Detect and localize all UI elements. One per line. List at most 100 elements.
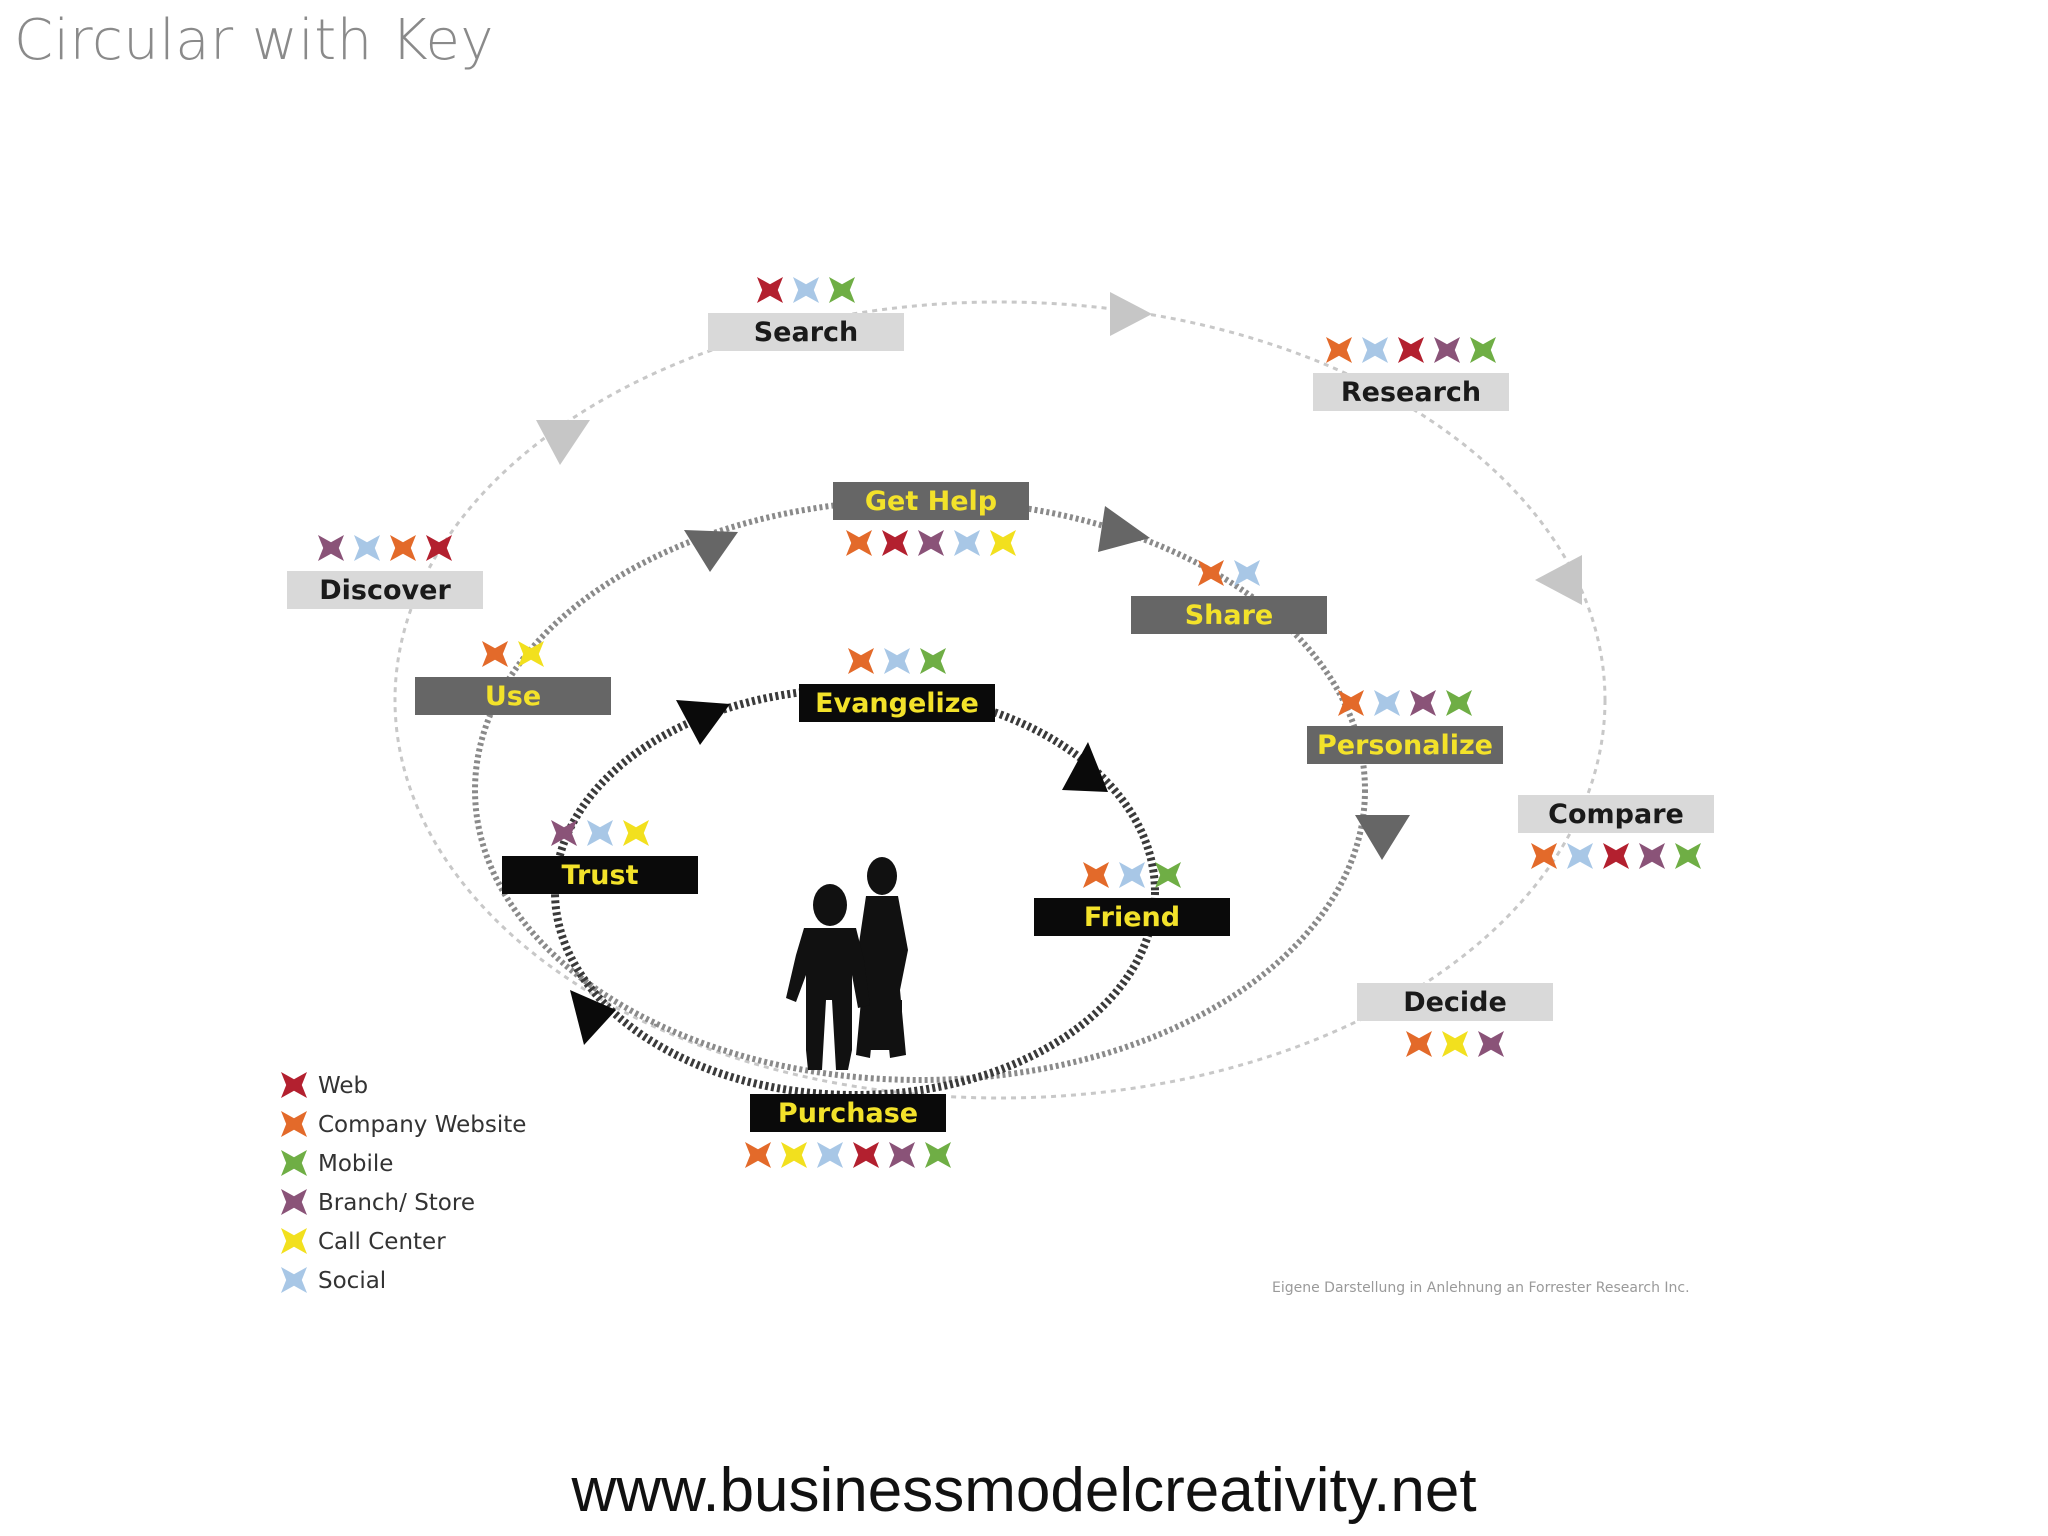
channel-branch-store-icon [1410,690,1436,716]
stage-personalize: Personalize [1307,690,1503,764]
legend-company-website-icon [281,1111,307,1137]
stage-decide: Decide [1357,983,1553,1057]
middle-arrow-top-right [1098,506,1150,552]
legend-item-branch-store: Branch/ Store [281,1189,475,1216]
stage-share-box [1131,596,1327,634]
channel-mobile-icon [829,277,855,303]
woman-silhouette [856,857,908,1058]
stage-trust-label: Trust [562,860,639,891]
legend-label: Company Website [318,1112,526,1138]
channel-social-icon [793,277,819,303]
channel-social-icon [1119,862,1145,888]
channel-call-center-icon [623,820,649,846]
stage-purchase-box [750,1094,946,1132]
channel-company-website-icon [390,535,416,561]
channel-mobile-icon [1470,337,1496,363]
channel-mobile-icon [920,648,946,674]
channel-web-icon [757,277,783,303]
channel-social-icon [1234,560,1260,586]
stage-evangelize-box [799,684,995,722]
channel-branch-store-icon [318,535,344,561]
legend-label: Mobile [318,1151,393,1177]
legend-item-web: Web [281,1072,368,1099]
stage-friend: Friend [1034,862,1230,936]
channel-mobile-icon [925,1142,951,1168]
channel-web-icon [1398,337,1424,363]
legend-label: Social [318,1268,386,1294]
channel-social-icon [1374,690,1400,716]
stage-decide-label: Decide [1403,987,1507,1018]
legend-call-center-icon [281,1228,307,1254]
stage-compare-box [1518,795,1714,833]
channel-branch-store-icon [918,530,944,556]
channel-web-icon [853,1142,879,1168]
channel-company-website-icon [1326,337,1352,363]
channel-company-website-icon [1406,1031,1432,1057]
channel-call-center-icon [518,641,544,667]
channel-social-icon [884,648,910,674]
channel-mobile-icon [1155,862,1181,888]
stage-discover: Discover [287,535,483,609]
people-silhouette [786,857,908,1070]
channel-social-icon [354,535,380,561]
footer-url: www.businessmodelcreativity.net [571,1456,1477,1525]
stage-search-box [708,313,904,351]
channel-branch-store-icon [1478,1031,1504,1057]
stage-trust: Trust [502,820,698,894]
legend-item-social: Social [281,1267,386,1294]
stage-get-help-box [833,482,1029,520]
channel-social-icon [587,820,613,846]
outer-arrow-top [1110,292,1152,336]
stage-share-label: Share [1185,600,1274,631]
stage-discover-label: Discover [319,575,451,606]
stage-purchase-label: Purchase [778,1098,918,1129]
stage-evangelize: Evangelize [799,648,995,722]
outer-arrow-left [536,420,590,465]
channel-web-icon [882,530,908,556]
stage-get-help-label: Get Help [865,486,997,517]
stage-decide-box [1357,983,1553,1021]
channel-call-center-icon [990,530,1016,556]
middle-arrow-right [1355,815,1410,860]
stage-research: Research [1313,337,1509,411]
stage-compare-label: Compare [1548,799,1684,830]
channel-company-website-icon [745,1142,771,1168]
stage-evangelize-label: Evangelize [815,688,979,719]
direction-arrows [536,292,1582,1045]
channel-branch-store-icon [1639,843,1665,869]
stage-share: Share [1131,560,1327,634]
outer-ring [393,300,1607,1100]
legend-item-call-center: Call Center [281,1228,446,1255]
outer-arrow-right [1535,555,1582,605]
channel-company-website-icon [846,530,872,556]
legend-item-mobile: Mobile [281,1150,393,1177]
stage-search: Search [708,277,904,351]
channel-web-icon [426,535,452,561]
legend-mobile-icon [281,1150,307,1176]
legend-label: Branch/ Store [318,1190,475,1216]
channel-company-website-icon [1531,843,1557,869]
channel-company-website-icon [848,648,874,674]
channel-branch-store-icon [889,1142,915,1168]
inner-arrow-bottom-left [570,990,616,1045]
stage-purchase: Purchase [745,1094,951,1168]
channel-social-icon [817,1142,843,1168]
channel-company-website-icon [1338,690,1364,716]
stage-use-box [415,677,611,715]
stage-friend-box [1034,898,1230,936]
legend-label: Call Center [318,1229,446,1255]
middle-ring [472,497,1368,1083]
channel-company-website-icon [1083,862,1109,888]
channel-call-center-icon [1442,1031,1468,1057]
inner-arrow-top-left [676,700,730,745]
stage-research-label: Research [1341,377,1481,408]
man-silhouette [786,884,870,1070]
stage-use-label: Use [485,681,541,712]
stage-personalize-box [1307,726,1503,764]
inner-arrow-top-right [1062,742,1108,792]
legend-web-icon [281,1072,307,1098]
channel-company-website-icon [1198,560,1224,586]
legend-item-company-website: Company Website [281,1111,526,1138]
legend-social-icon [281,1267,307,1293]
